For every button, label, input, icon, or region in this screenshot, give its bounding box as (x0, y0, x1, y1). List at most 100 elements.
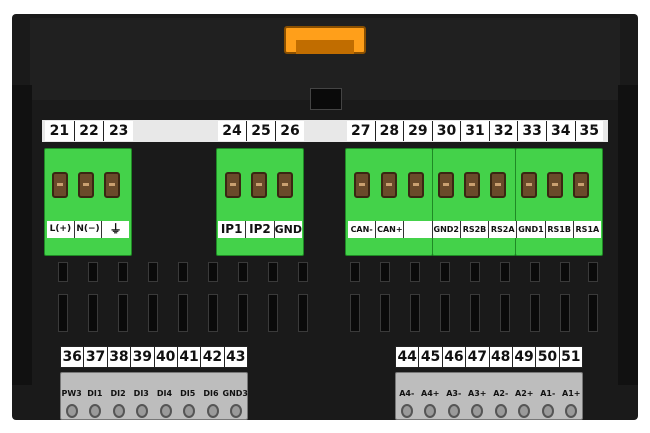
screw-35[interactable] (573, 172, 589, 198)
terminal-number-49: 49 (512, 347, 537, 367)
vent-slot (500, 262, 510, 282)
vent-slot (560, 294, 570, 332)
screw-22[interactable] (78, 172, 94, 198)
top-numbers-group3: 27 28 29 30 31 32 33 34 35 (347, 121, 604, 141)
label-rs2a: RS2A (489, 221, 518, 238)
grey-screw[interactable] (471, 404, 483, 418)
grey-screw[interactable] (565, 404, 577, 418)
terminal-number-42: 42 (201, 347, 225, 367)
vent-slot (88, 294, 98, 332)
top-numbers-group1: 21 22 23 (45, 121, 134, 141)
terminal-number-48: 48 (489, 347, 513, 367)
vent-slot (298, 294, 308, 332)
label-n-minus: N(−) (74, 221, 103, 238)
label-di6: DI6 (203, 389, 219, 398)
label-a4-minus: A4- (399, 389, 415, 398)
label-di4: DI4 (156, 389, 173, 398)
grey-screw[interactable] (230, 404, 242, 418)
grey-screw[interactable] (160, 404, 172, 418)
green-terminal-block-1[interactable] (44, 148, 132, 256)
green-terminal-block-3c[interactable] (515, 148, 603, 256)
vent-slot (148, 294, 158, 332)
orange-latch-notch (296, 40, 354, 54)
green-terminal-block-2[interactable] (216, 148, 304, 256)
terminal-number-51: 51 (559, 347, 582, 367)
label-di2: DI2 (110, 389, 126, 398)
vent-slot (208, 262, 218, 282)
vent-slot (410, 262, 420, 282)
terminal-number-37: 37 (84, 347, 108, 367)
terminal-number-46: 46 (442, 347, 467, 367)
grey-screw[interactable] (518, 404, 530, 418)
screw-25[interactable] (251, 172, 267, 198)
vent-slot (530, 262, 540, 282)
vent-slot (268, 294, 278, 332)
grey-screw[interactable] (424, 404, 436, 418)
screw-26[interactable] (277, 172, 293, 198)
grey-screw[interactable] (495, 404, 507, 418)
terminal-number-41: 41 (177, 347, 202, 367)
grey-screw[interactable] (136, 404, 148, 418)
grey-screw[interactable] (183, 404, 195, 418)
green-terminal-block-3a[interactable] (345, 148, 433, 256)
vent-slot (588, 294, 598, 332)
terminal-number-35: 35 (575, 121, 604, 141)
label-gnd2: GND2 (432, 221, 461, 238)
terminal-number-45: 45 (419, 347, 443, 367)
vent-slot (268, 262, 278, 282)
screw-21[interactable] (52, 172, 68, 198)
screw-33[interactable] (521, 172, 537, 198)
grey-screw[interactable] (66, 404, 78, 418)
grey-screw[interactable] (401, 404, 413, 418)
screw-23[interactable] (104, 172, 120, 198)
label-a2-plus: A2+ (515, 389, 534, 398)
label-rs2b: RS2B (460, 221, 490, 238)
grey-screw[interactable] (542, 404, 554, 418)
label-di3: DI3 (133, 389, 149, 398)
vent-slot (470, 262, 480, 282)
terminal-number-33: 33 (518, 121, 547, 141)
screw-27[interactable] (354, 172, 370, 198)
screw-32[interactable] (490, 172, 506, 198)
grey-screw[interactable] (448, 404, 460, 418)
terminal-number-22: 22 (74, 121, 105, 141)
terminal-number-32: 32 (489, 121, 519, 141)
bottom-numbers-right: 44 45 46 47 48 49 50 51 (395, 346, 583, 368)
vent-slot (350, 262, 360, 282)
terminal-number-50: 50 (536, 347, 560, 367)
vent-slot (178, 294, 188, 332)
label-pw3: PW3 (61, 389, 82, 398)
grey-labels-right: A4- A4+ A3- A3+ A2- A2+ A1- A1+ (395, 388, 583, 400)
green-labels-group2: IP1 IP2 GND (218, 221, 302, 238)
screw-30[interactable] (438, 172, 454, 198)
grey-labels-left: PW3 DI1 DI2 DI3 DI4 DI5 DI6 GND3 (60, 388, 248, 400)
vent-slot (238, 262, 248, 282)
housing-side-left (12, 85, 32, 385)
terminal-number-47: 47 (466, 347, 490, 367)
screw-34[interactable] (547, 172, 563, 198)
terminal-number-23: 23 (104, 121, 134, 141)
label-gnd1: GND1 (517, 221, 546, 238)
screw-29[interactable] (408, 172, 424, 198)
vent-slot (148, 262, 158, 282)
screw-28[interactable] (381, 172, 397, 198)
earth-ground-icon: ⏚ (102, 221, 130, 238)
vent-slot (298, 262, 308, 282)
label-can-minus: CAN- (348, 221, 377, 238)
grey-screw[interactable] (89, 404, 101, 418)
green-terminal-block-3b[interactable] (432, 148, 516, 256)
terminal-number-31: 31 (461, 121, 490, 141)
label-di5: DI5 (180, 389, 196, 398)
screw-31[interactable] (464, 172, 480, 198)
label-rs1a: RS1A (573, 221, 601, 238)
grey-screw[interactable] (113, 404, 125, 418)
terminal-number-44: 44 (396, 347, 420, 367)
socket-opening (310, 88, 342, 110)
label-can-plus: CAN+ (376, 221, 405, 238)
vent-slot (560, 262, 570, 282)
vent-slot (380, 294, 390, 332)
grey-screw[interactable] (207, 404, 219, 418)
screw-24[interactable] (225, 172, 241, 198)
label-di1: DI1 (87, 389, 103, 398)
